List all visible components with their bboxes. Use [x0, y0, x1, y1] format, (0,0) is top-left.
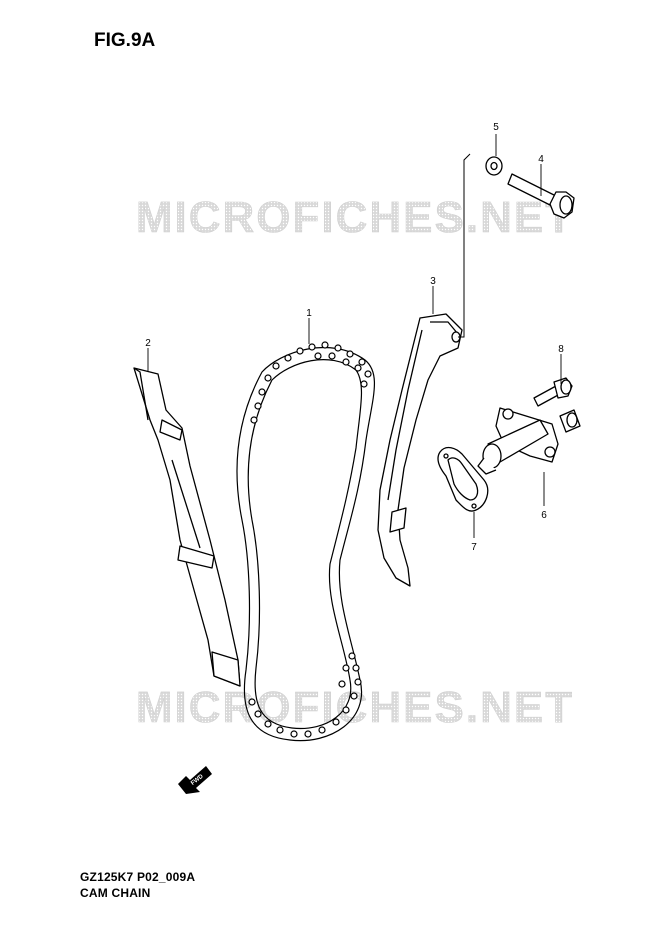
gasket [437, 446, 489, 512]
washer [485, 156, 503, 176]
bolt [507, 173, 575, 219]
chain-tensioner-arm [377, 313, 463, 587]
leader-lines [147, 134, 562, 538]
cam-chain [236, 341, 376, 742]
watermark-top: MICROFICHES.NET [136, 193, 574, 242]
chain-guide [133, 367, 241, 687]
figure-caption: CAM CHAIN [80, 886, 151, 900]
chain-tension-adjuster [477, 407, 581, 475]
part-number-3: 3 [430, 276, 436, 287]
part-number-6: 6 [541, 510, 547, 521]
figure-title: FIG.9A [94, 30, 156, 51]
part-number-2: 2 [145, 338, 151, 349]
part-number-1: 1 [306, 308, 312, 319]
watermark-bottom: MICROFICHES.NET [136, 683, 574, 732]
leader-line-bolt [458, 153, 471, 338]
part-number-5: 5 [493, 122, 499, 133]
adjuster-bolt [533, 377, 573, 407]
part-number-8: 8 [558, 344, 564, 355]
figure-code: GZ125K7 P02_009A [80, 870, 196, 884]
part-number-4: 4 [538, 154, 544, 165]
fwd-arrow-icon: FWD [178, 766, 212, 794]
part-number-7: 7 [471, 542, 477, 553]
